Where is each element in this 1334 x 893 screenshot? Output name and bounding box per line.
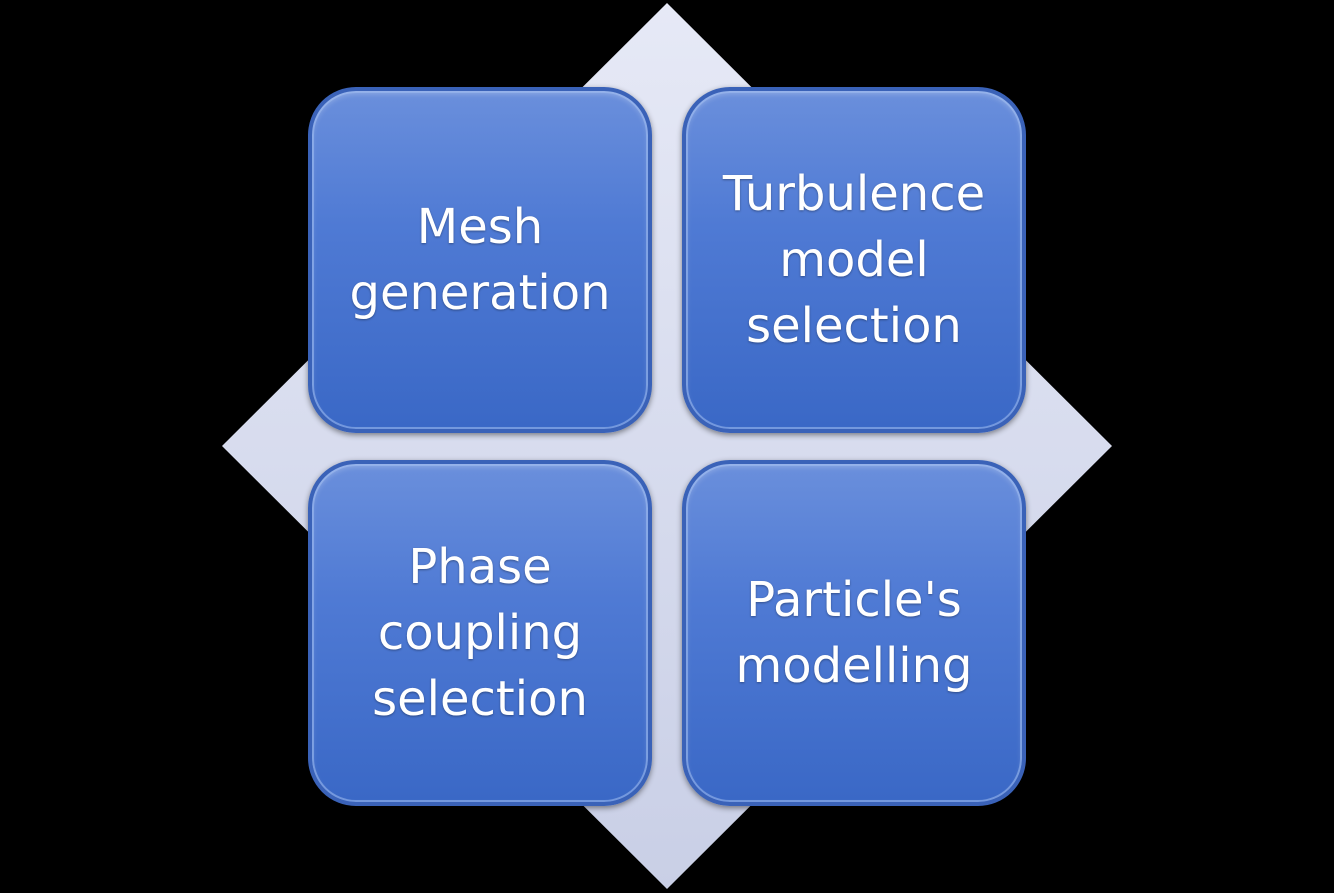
box-label: Mesh generation <box>349 199 611 321</box>
box-label: Phase coupling selection <box>372 539 588 727</box>
box-label: Particle's modelling <box>735 572 973 694</box>
box-label: Turbulence model selection <box>722 166 986 354</box>
mesh-generation-box: Mesh generation <box>308 87 652 433</box>
particles-modelling-box: Particle's modelling <box>682 460 1026 806</box>
phase-coupling-selection-box: Phase coupling selection <box>308 460 652 806</box>
turbulence-model-selection-box: Turbulence model selection <box>682 87 1026 433</box>
